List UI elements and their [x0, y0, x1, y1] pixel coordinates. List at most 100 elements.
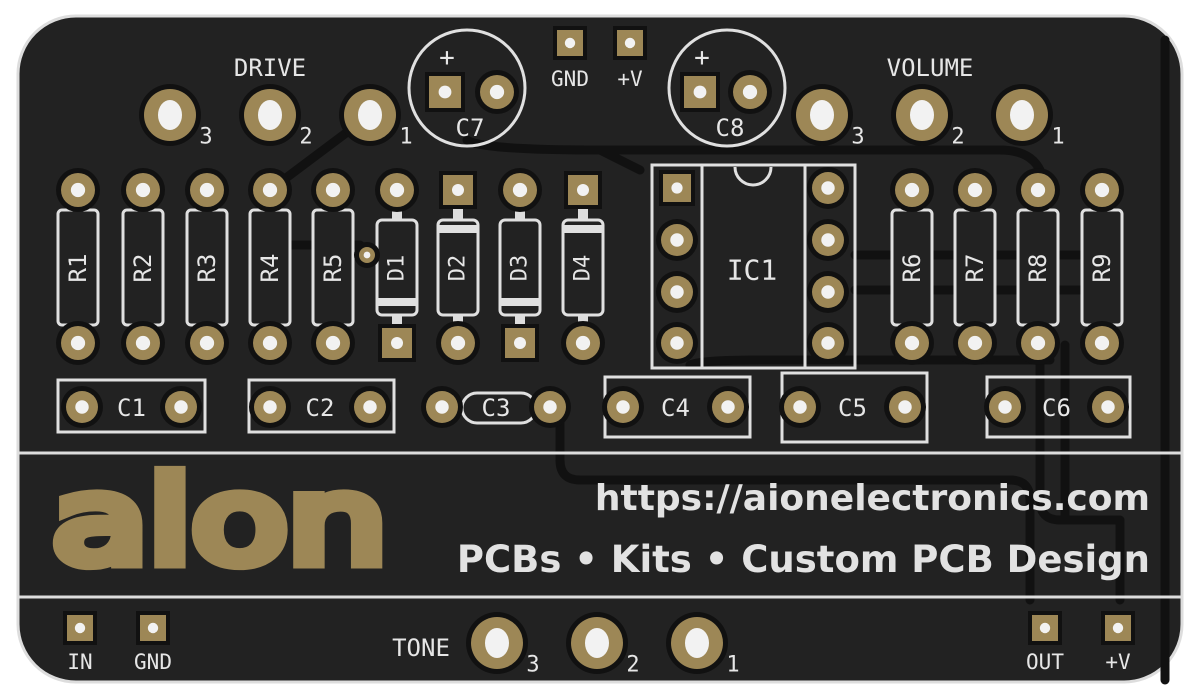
- round-pad: [160, 386, 202, 428]
- ic-pin-pad: [807, 271, 849, 313]
- round-pad: [1016, 168, 1060, 212]
- pot-volume-pin: [991, 84, 1053, 146]
- round-pad: [311, 168, 355, 212]
- pot-pin-number: 2: [626, 653, 639, 678]
- capacitor: [247, 378, 396, 434]
- round-pad: [311, 321, 355, 365]
- round-pad: [779, 386, 821, 428]
- round-pad: [602, 386, 644, 428]
- diode: [436, 190, 480, 343]
- round-pad: [121, 168, 165, 212]
- ic-pin-pad: [656, 271, 698, 313]
- gnd-pad: [553, 26, 587, 60]
- tagline: PCBs • Kits • Custom PCB Design: [457, 538, 1150, 581]
- pot-volume-pin: [791, 84, 853, 146]
- v-label: +V: [617, 67, 643, 91]
- plus-sign: +: [439, 43, 455, 73]
- cap-minus-pad: [475, 70, 519, 114]
- aion-logo: aion: [52, 452, 387, 590]
- round-pad: [185, 321, 229, 365]
- round-pad: [121, 321, 165, 365]
- pot-pin-number: 1: [726, 653, 739, 678]
- pot-pin-number: 3: [526, 653, 539, 678]
- round-pad: [56, 321, 100, 365]
- diode-label: D3: [508, 255, 533, 282]
- out-pad: [1028, 611, 1062, 645]
- ic-pin-pad: [807, 322, 849, 364]
- square-pad: [564, 171, 602, 209]
- ic1-socket: [650, 163, 857, 370]
- cap-plus-pad: [425, 72, 465, 112]
- pot-tone-pin: [666, 612, 728, 674]
- diode: [498, 190, 542, 343]
- capacitor-label: C1: [117, 394, 146, 422]
- pot-tone-pin: [466, 612, 528, 674]
- ic-pin-pad: [807, 167, 849, 209]
- round-pad: [529, 386, 571, 428]
- capacitor-label: C3: [482, 394, 511, 422]
- round-pad: [349, 386, 391, 428]
- round-pad: [884, 386, 926, 428]
- square-pad: [378, 324, 416, 362]
- round-pad: [707, 386, 749, 428]
- round-pad: [248, 168, 292, 212]
- gnd-pad: [136, 611, 170, 645]
- resistor-label: R6: [898, 254, 926, 283]
- website-url: https://aionelectronics.com: [595, 478, 1150, 519]
- round-pad: [984, 386, 1026, 428]
- gnd-label: GND: [551, 67, 589, 91]
- resistor-label: R2: [129, 254, 157, 283]
- pot-pin-number: 2: [299, 125, 312, 150]
- pot-pin-number: 3: [199, 125, 212, 150]
- gnd-io-label: GND: [134, 650, 172, 674]
- pot-label-drive: DRIVE: [234, 54, 306, 82]
- resistor-label: R8: [1024, 254, 1052, 283]
- capacitor-label: C6: [1042, 394, 1071, 422]
- resistor-label: R5: [319, 254, 347, 283]
- in-io-label: IN: [67, 650, 92, 674]
- v-pad: [1101, 611, 1135, 645]
- round-pad: [890, 168, 934, 212]
- cap-plus-pad: [680, 72, 720, 112]
- capacitor-label: C4: [661, 394, 690, 422]
- round-pad: [248, 321, 292, 365]
- v-io-label: +V: [1105, 650, 1131, 674]
- diode-label: D2: [446, 255, 471, 282]
- round-pad: [561, 321, 605, 365]
- capacitor-label: C2: [306, 394, 335, 422]
- in-pad: [63, 611, 97, 645]
- ic-pin-pad: [807, 219, 849, 261]
- pot-pin-number: 1: [399, 125, 412, 150]
- pot-pin-number: 2: [951, 125, 964, 150]
- out-io-label: OUT: [1026, 650, 1064, 674]
- pot-pin-number: 1: [1051, 125, 1064, 150]
- pot-drive-pin: [239, 84, 301, 146]
- square-pad: [501, 324, 539, 362]
- round-pad: [185, 168, 229, 212]
- round-pad: [375, 168, 419, 212]
- round-pad: [421, 386, 463, 428]
- round-pad: [436, 321, 480, 365]
- round-pad: [1080, 168, 1124, 212]
- square-pad: [439, 171, 477, 209]
- ic-label: IC1: [727, 254, 778, 287]
- electrolytic-label: C8: [716, 114, 745, 142]
- resistor-label: R7: [961, 254, 989, 283]
- resistor-label: R4: [256, 254, 284, 283]
- plus-sign: +: [694, 43, 710, 73]
- cap-minus-pad: [728, 70, 772, 114]
- pot-pin-number: 3: [851, 125, 864, 150]
- v-pad: [613, 26, 647, 60]
- diode-label: D4: [571, 255, 596, 282]
- resistor-label: R1: [64, 254, 92, 283]
- round-pad: [249, 386, 291, 428]
- pot-drive-pin: [339, 84, 401, 146]
- diode-label: D1: [385, 255, 410, 282]
- round-pad: [1087, 386, 1129, 428]
- resistor-label: R3: [193, 254, 221, 283]
- pot-tone-pin: [566, 612, 628, 674]
- pot-label-volume: VOLUME: [887, 54, 974, 82]
- round-pad: [953, 168, 997, 212]
- diode: [561, 190, 605, 343]
